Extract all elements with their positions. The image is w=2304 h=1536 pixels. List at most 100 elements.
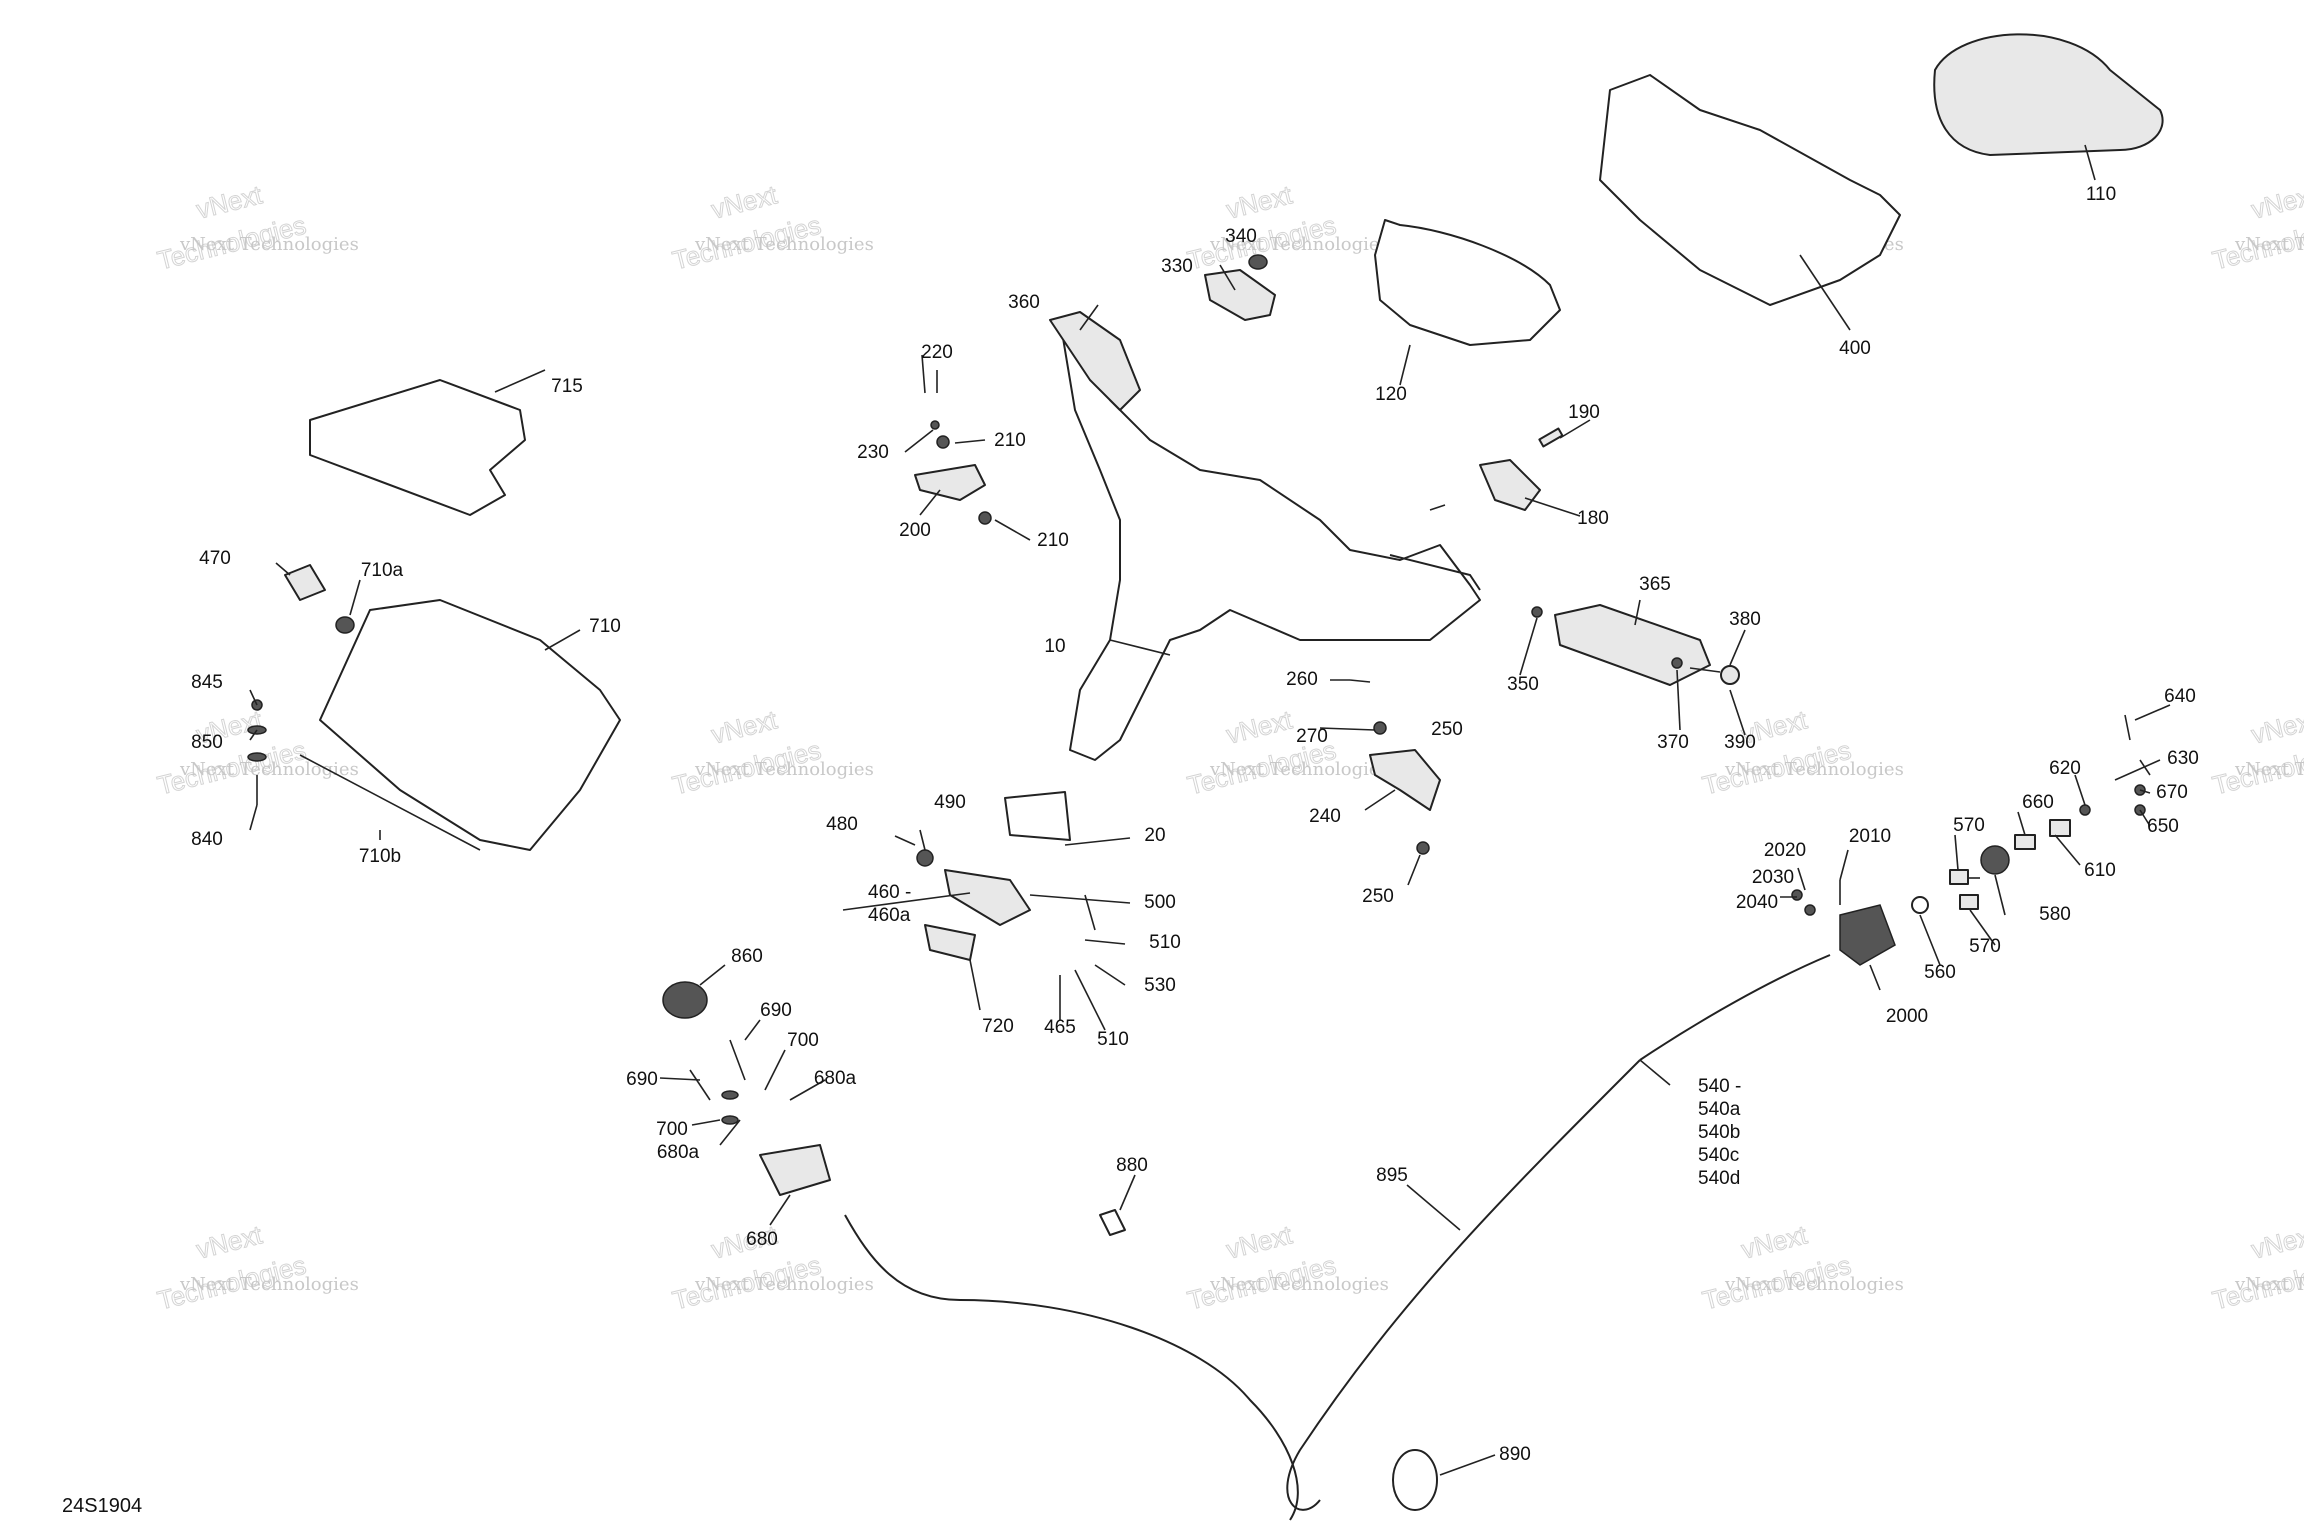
callout-700: 700 (787, 1030, 819, 1051)
svg-text:vNext Technologies: vNext Technologies (1724, 759, 1904, 780)
callout-220: 220 (921, 342, 953, 363)
svg-text:vNext Technologies: vNext Technologies (2234, 1274, 2304, 1295)
part-2000-shape (1839, 904, 1896, 966)
callout-540-line: 540b (1698, 1122, 1740, 1143)
callout-500: 500 (1144, 892, 1176, 913)
part-460-shape (944, 869, 1031, 926)
part-110-shape (1933, 33, 2164, 156)
callout-250-2: 250 (1362, 886, 1394, 907)
svg-text:vNext Technologies: vNext Technologies (694, 759, 874, 780)
callout-2000: 2000 (1886, 1006, 1928, 1027)
svg-text:vNext: vNext (1738, 1219, 1810, 1264)
callout-460-group: 460 -460a (868, 882, 911, 926)
svg-text:vNext: vNext (193, 179, 265, 224)
callout-710: 710 (589, 616, 621, 637)
callout-210-2: 210 (1037, 530, 1069, 551)
callout-190: 190 (1568, 402, 1600, 423)
callout-690: 690 (760, 1000, 792, 1021)
svg-text:vNext Technologies: vNext Technologies (179, 1274, 359, 1295)
callout-570: 570 (1953, 815, 1985, 836)
callout-840: 840 (191, 829, 223, 850)
part-680-shape (759, 1144, 831, 1196)
callout-530: 530 (1144, 975, 1176, 996)
svg-text:vNext: vNext (1223, 1219, 1295, 1264)
svg-text:vNext Technologies: vNext Technologies (1209, 759, 1389, 780)
svg-text:vNext Technologies: vNext Technologies (2234, 759, 2304, 780)
part-240-shape (1369, 749, 1441, 811)
callout-720: 720 (982, 1016, 1014, 1037)
callout-540-line: 540d (1698, 1168, 1740, 1189)
callout-360: 360 (1008, 292, 1040, 313)
callout-330: 330 (1161, 256, 1193, 277)
callout-365: 365 (1639, 574, 1671, 595)
svg-text:vNext Technologies: vNext Technologies (694, 1274, 874, 1295)
callout-710b: 710b (359, 846, 401, 867)
callout-260: 260 (1286, 669, 1318, 690)
svg-text:vNext: vNext (2248, 179, 2304, 224)
svg-text:vNext: vNext (193, 1219, 265, 1264)
svg-text:vNext: vNext (2248, 704, 2304, 749)
cable-540-shape (844, 1214, 1299, 1521)
callout-380: 380 (1729, 609, 1761, 630)
part-890-shape (1392, 1449, 1438, 1511)
part-710-shape (319, 599, 621, 851)
callout-400: 400 (1839, 338, 1871, 359)
callout-610: 610 (2084, 860, 2116, 881)
callout-510-2: 510 (1097, 1029, 1129, 1050)
callout-510: 510 (1149, 932, 1181, 953)
callout-660: 660 (2022, 792, 2054, 813)
part-330-shape (1204, 269, 1276, 321)
callout-715: 715 (551, 376, 583, 397)
callout-630: 630 (2167, 748, 2199, 769)
callout-350: 350 (1507, 674, 1539, 695)
callout-2040: 2040 (1736, 892, 1778, 913)
part-shapes (247, 33, 2164, 1521)
callout-670: 670 (2156, 782, 2188, 803)
part-365-shape (1554, 604, 1711, 686)
leader-lines (249, 264, 2171, 1476)
callout-580: 580 (2039, 904, 2071, 925)
part-720-shape (924, 924, 976, 961)
callout-540-line: 540a (1698, 1099, 1741, 1120)
callout-390: 390 (1724, 732, 1756, 753)
callout-680a-2: 680a (657, 1142, 700, 1163)
callout-180: 180 (1577, 508, 1609, 529)
part-860-shape (662, 981, 708, 1019)
callout-370: 370 (1657, 732, 1689, 753)
callout-2010: 2010 (1849, 826, 1891, 847)
callout-210: 210 (994, 430, 1026, 451)
part-120-shape (1374, 219, 1561, 346)
callout-880: 880 (1116, 1155, 1148, 1176)
part-470-shape (284, 564, 326, 601)
callout-470: 470 (199, 548, 231, 569)
part-580-shape (1980, 845, 2010, 875)
callout-570-2: 570 (1969, 936, 2001, 957)
callout-690-2: 690 (626, 1069, 658, 1090)
callout-460-line: 460a (868, 905, 911, 926)
callout-540-line: 540 - (1698, 1076, 1741, 1097)
svg-text:vNext Technologies: vNext Technologies (2234, 234, 2304, 255)
callout-340: 340 (1225, 226, 1257, 247)
part-180-shape (1479, 459, 1541, 511)
callout-560: 560 (1924, 962, 1956, 983)
part-880-shape (1099, 1209, 1126, 1236)
svg-text:vNext: vNext (1223, 179, 1295, 224)
callout-230: 230 (857, 442, 889, 463)
callout-110: 110 (2086, 184, 2116, 205)
cable-895-shape (1286, 1059, 1641, 1511)
callout-labels: 1020110120180190200210210220230240250250… (191, 184, 2199, 1465)
callout-850: 850 (191, 732, 223, 753)
part-710a-shape (335, 616, 355, 634)
callout-480: 480 (826, 814, 858, 835)
callout-20: 20 (1144, 825, 1165, 846)
